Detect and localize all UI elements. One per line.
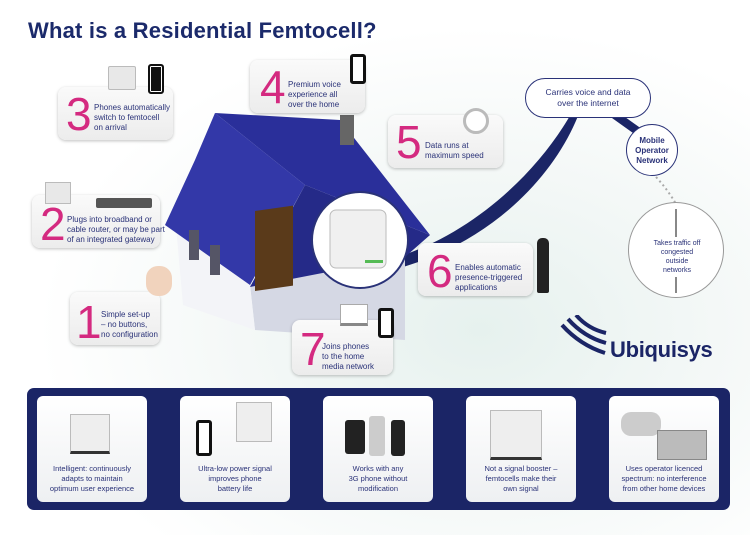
step-number: 6: [427, 245, 453, 297]
gamepad-microwave-icon: [609, 402, 719, 460]
step-number: 5: [396, 116, 422, 168]
woman-figure: [537, 238, 549, 293]
step-number: 2: [40, 198, 66, 250]
step-number: 1: [76, 296, 102, 348]
phone-icon: [350, 54, 366, 84]
step-card-1: 1 Simple set-up– no buttons,no configura…: [70, 292, 160, 345]
femtocell-icon: [45, 182, 71, 204]
house-illustration: [165, 113, 430, 340]
femtocell-signal-icon: [37, 402, 147, 460]
benefit-text: Not a signal booster –femtocells make th…: [484, 464, 558, 493]
cell-tower-icon: [675, 209, 677, 237]
phone-femtocell-icon: [180, 402, 290, 460]
femtocell-icon: [466, 402, 576, 460]
benefit-card: Not a signal booster –femtocells make th…: [466, 396, 576, 502]
ubiquisys-logo-swoosh: [560, 315, 607, 355]
router-icon: [96, 198, 152, 208]
phone-icon: [378, 308, 394, 338]
page-title: What is a Residential Femtocell?: [28, 18, 377, 43]
phone-icon: [148, 64, 164, 94]
step-number: 7: [300, 323, 326, 375]
step-number: 4: [260, 61, 286, 113]
step-number: 3: [66, 88, 92, 140]
laptop-icon: [340, 304, 368, 326]
stopwatch-icon: [463, 108, 489, 134]
cell-tower-mast: [675, 277, 677, 293]
baby-image: [146, 266, 172, 296]
ubiquisys-logo: Ubiquisys: [610, 337, 713, 362]
femtocell-icon: [108, 66, 136, 90]
phones-icon: [323, 402, 433, 460]
step-text: Simple set-up– no buttons,no configurati…: [101, 310, 158, 339]
